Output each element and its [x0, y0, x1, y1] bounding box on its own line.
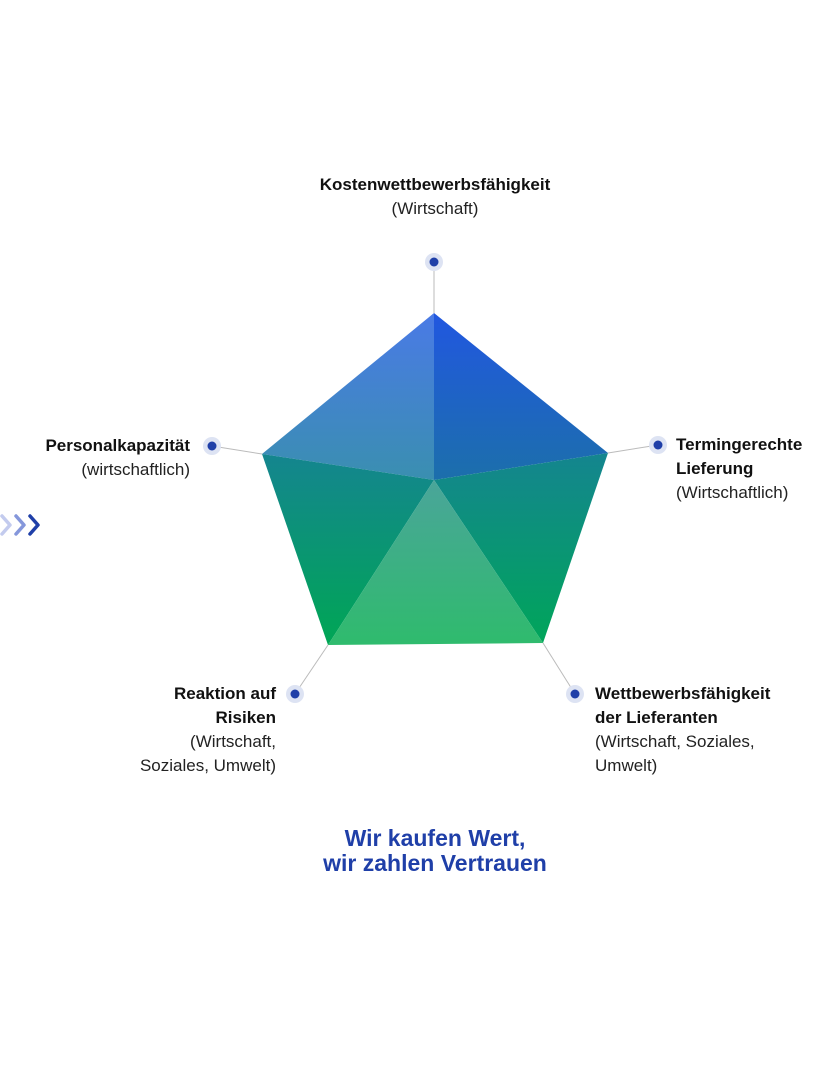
tagline: Wir kaufen Wert, wir zahlen Vertrauen	[323, 825, 547, 876]
axis-subtitle: (Wirtschaft)	[391, 199, 479, 218]
connector-line-bottom-left	[294, 644, 329, 695]
axis-title: Personalkapazität	[45, 436, 190, 455]
segment-top-left	[262, 313, 434, 480]
segment-top-right	[434, 313, 608, 480]
axis-title: Termingerechte Lieferung	[676, 435, 803, 478]
axis-label-risk-response: Reaktion auf Risiken (Wirtschaft, Sozial…	[80, 682, 276, 778]
axis-subtitle: (wirtschaftlich)	[81, 460, 190, 479]
axis-label-supplier-competitiveness: Wettbewerbsfähigkeit der Lieferanten (Wi…	[595, 682, 815, 778]
marker-dot-bottom-left	[286, 685, 304, 703]
marker-dot-right	[649, 436, 667, 454]
segment-bottom	[328, 480, 543, 645]
marker-dot-left	[203, 437, 221, 455]
axis-subtitle: (Wirtschaft, Soziales, Umwelt)	[595, 732, 755, 775]
connector-line-bottom-right	[542, 642, 576, 695]
marker-dot-top	[425, 253, 443, 271]
pentagon-shape	[262, 313, 608, 645]
axis-subtitle: (Wirtschaft, Soziales, Umwelt)	[139, 732, 276, 775]
marker-dot-bottom-right	[566, 685, 584, 703]
axis-title: Reaktion auf Risiken	[173, 684, 276, 727]
axis-title: Kostenwettbewerbsfähigkeit	[319, 175, 551, 194]
axis-subtitle: (Wirtschaftlich)	[676, 483, 789, 502]
axis-label-on-time-delivery: Termingerechte Lieferung (Wirtschaftlich…	[676, 433, 826, 505]
segment-right	[434, 453, 608, 643]
axis-label-cost-competitiveness: Kostenwettbewerbsfähigkeit (Wirtschaft)	[270, 173, 600, 221]
axis-title: Wettbewerbsfähigkeit der Lieferanten	[595, 684, 771, 727]
chevrons-right-icon	[0, 514, 40, 536]
axis-label-personnel-capacity: Personalkapazität (wirtschaftlich)	[10, 434, 190, 482]
segment-left	[262, 454, 434, 645]
